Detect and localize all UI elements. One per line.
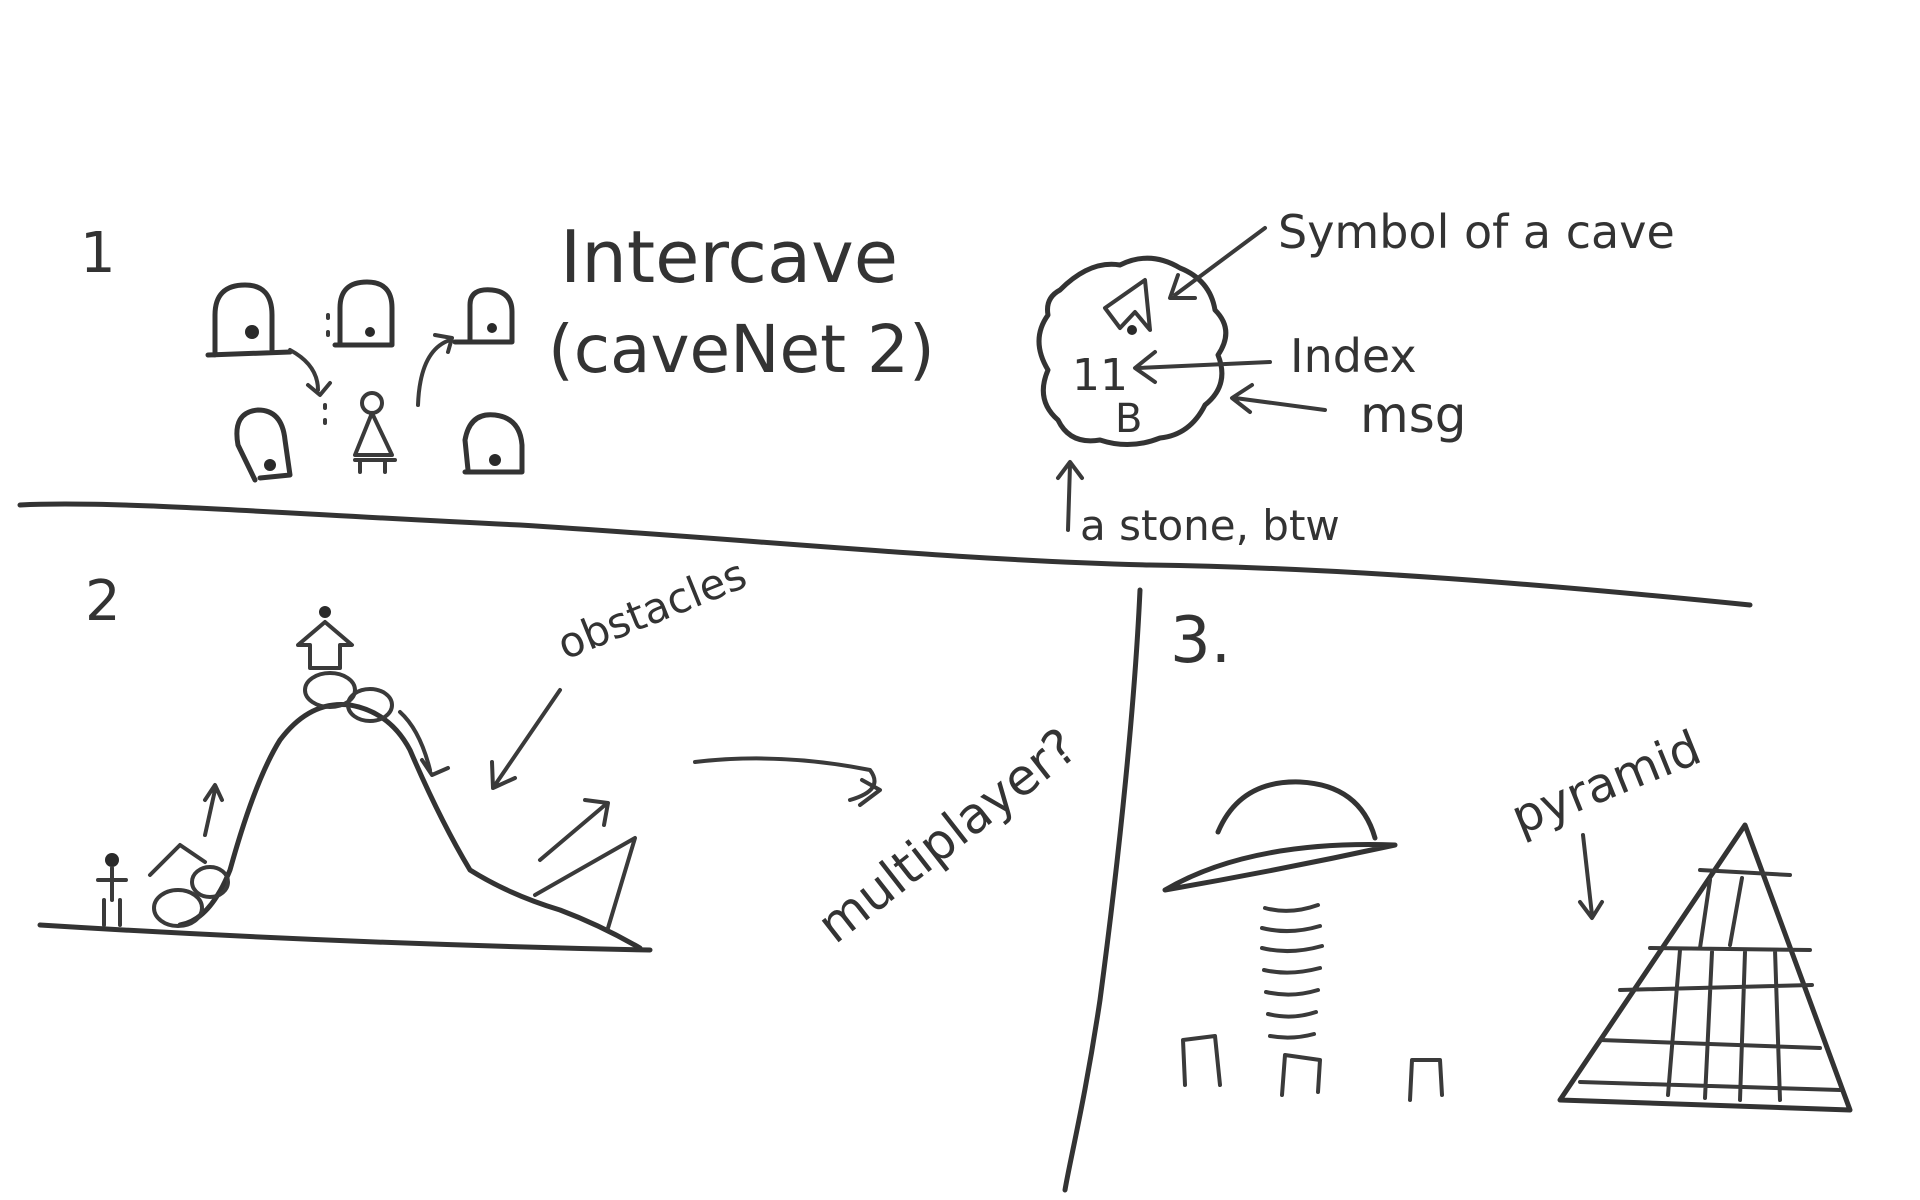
label-symbol-of-cave: Symbol of a cave	[1278, 205, 1675, 259]
cart-icon	[148, 843, 207, 877]
player-figure	[353, 391, 397, 474]
dotted-path	[323, 313, 330, 425]
boulders-top	[296, 606, 394, 723]
player-figure-small	[96, 853, 128, 927]
cave-dot	[365, 327, 375, 337]
label-msg: msg	[1360, 386, 1467, 444]
arrow-icon	[490, 688, 562, 790]
cave-icon	[1181, 1034, 1222, 1087]
player-body	[96, 866, 128, 927]
ufo	[1162, 779, 1398, 1040]
player-head	[360, 391, 384, 415]
cave-icon	[1280, 1053, 1322, 1097]
house-dot	[319, 606, 331, 618]
arrow-icon	[538, 798, 610, 862]
house-icon	[296, 620, 354, 670]
label-obstacles: obstacles	[550, 549, 753, 669]
pyramid	[1557, 822, 1853, 1113]
boulder	[152, 888, 204, 928]
cave-icon	[1408, 1058, 1444, 1102]
boulders-bottom	[148, 783, 230, 928]
cave-icon	[452, 287, 515, 345]
ufo-saucer	[1162, 842, 1398, 893]
stone-index-value: 11	[1072, 350, 1128, 401]
player-head	[105, 853, 119, 867]
label-index: Index	[1290, 329, 1417, 383]
arrow-icon	[1578, 833, 1604, 920]
section-number-2: 2	[85, 569, 121, 634]
cave-dot	[489, 454, 501, 466]
arrow-icon	[203, 783, 224, 837]
arrow-icon	[288, 348, 332, 397]
arrow-icon	[416, 333, 454, 407]
label-stone-btw: a stone, btw	[1080, 501, 1340, 550]
pyramid-outline	[1557, 822, 1853, 1113]
title-line-1: Intercave	[560, 215, 898, 299]
cave-icon	[462, 412, 525, 475]
section-number-1: 1	[80, 221, 116, 286]
cave-icon	[205, 282, 293, 358]
label-multiplayer: multiplayer?	[807, 717, 1088, 954]
cave-symbol-icon	[1103, 278, 1152, 332]
boulder	[190, 865, 230, 899]
vertical-divider	[1062, 587, 1143, 1193]
ufo-dome	[1215, 779, 1378, 841]
cave-dot	[264, 459, 276, 471]
stone-msg-value: B	[1115, 396, 1142, 442]
pyramid-bricks	[1578, 868, 1842, 1102]
cave-cluster	[205, 279, 525, 483]
arrow-icon	[1230, 383, 1327, 414]
arrow-icon	[1168, 226, 1267, 300]
stone-outline	[1036, 255, 1229, 447]
obstacle-stake	[533, 836, 637, 930]
cave-dot	[245, 325, 259, 339]
cave-icon	[234, 407, 293, 483]
cave-icon	[332, 279, 395, 348]
player-body	[353, 411, 397, 474]
hill	[177, 701, 643, 951]
arrow-icon	[1056, 460, 1084, 532]
ufo-beam	[1260, 903, 1324, 1040]
section-number-3: 3.	[1170, 604, 1231, 678]
horizontal-divider	[17, 501, 1753, 608]
boulder	[303, 671, 357, 709]
cave-dot	[487, 323, 497, 333]
arrow-icon	[1133, 350, 1272, 384]
stone-sign: 11 B	[1036, 255, 1229, 447]
arrow-icon	[693, 756, 882, 807]
title-line-2: (caveNet 2)	[548, 311, 935, 388]
cave-symbol-dot	[1127, 325, 1137, 335]
arrow-icon	[398, 710, 450, 777]
ground-line	[37, 922, 653, 953]
boulder	[346, 687, 394, 723]
label-pyramid: pyramid	[1504, 720, 1709, 846]
